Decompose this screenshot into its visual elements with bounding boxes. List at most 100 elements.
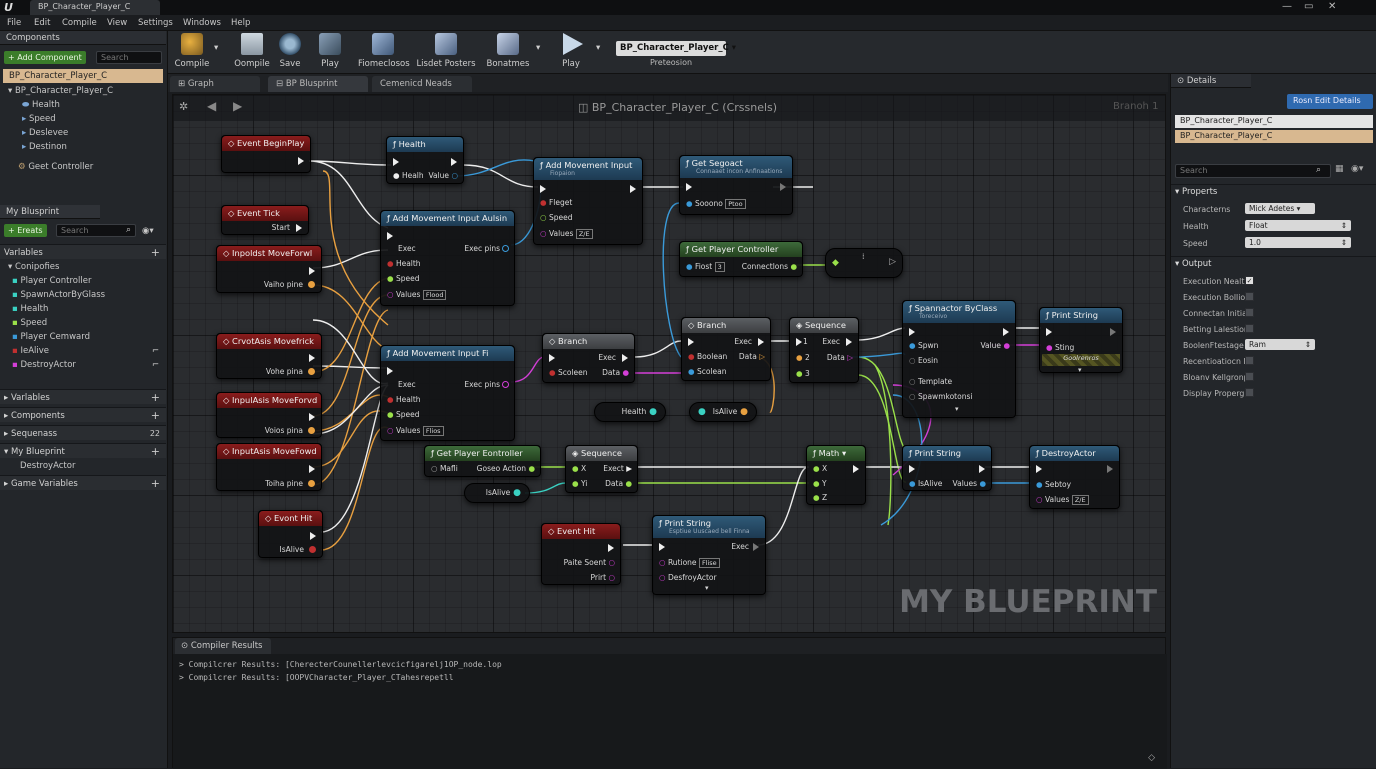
exec-out-pin[interactable]: [630, 185, 636, 193]
node-input-axis-1[interactable]: ◇ Inpoldst MoveForwl Vaiho pine: [216, 245, 322, 293]
edit-details-button[interactable]: Rosn Edit Details: [1287, 94, 1373, 109]
exec-out-pin[interactable]: [309, 413, 315, 421]
view-options-icon[interactable]: ◇: [1148, 753, 1155, 763]
exec-in-pin[interactable]: [909, 328, 915, 336]
pin-default-box[interactable]: Flios: [422, 426, 444, 436]
menu-compile[interactable]: Compile: [62, 18, 97, 28]
forward-arrow-icon[interactable]: ▶: [233, 99, 243, 113]
exec-out-pin[interactable]: [309, 354, 315, 362]
exec-out-pin[interactable]: [309, 465, 315, 473]
prop-field[interactable]: 1.0⇕: [1245, 237, 1351, 248]
menu-windows[interactable]: Windows: [183, 18, 221, 28]
debug-object-dropdown[interactable]: BP_Character_Player_C ▾: [616, 41, 736, 56]
pin-default-box[interactable]: Z/E: [575, 229, 593, 239]
grid-view-icon[interactable]: ▦: [1335, 164, 1344, 174]
float-out-pin[interactable]: [308, 480, 315, 487]
var-isalive-2[interactable]: IsAlive ●: [464, 483, 530, 503]
node-input-axis-4[interactable]: ◇ InputAsis MoveFowd Toiha pine: [216, 443, 322, 491]
create-button[interactable]: + Ereats: [4, 224, 47, 237]
class-defaults-button[interactable]: Lisdet Posters: [416, 33, 476, 69]
play-button[interactable]: Play: [554, 33, 588, 69]
exec-in-pin[interactable]: [387, 232, 393, 240]
play-find-button[interactable]: Play: [314, 33, 346, 69]
menu-help[interactable]: Help: [231, 18, 251, 28]
exec-in-pin[interactable]: [688, 338, 694, 346]
output-checkbox[interactable]: [1245, 372, 1254, 381]
tree-root[interactable]: ▾ BP_Character_Player_C: [8, 86, 114, 96]
pin-default-box[interactable]: Flood: [422, 290, 447, 300]
output-section[interactable]: ▾ Output: [1171, 256, 1376, 270]
group-components[interactable]: ▾ Conipofies: [8, 262, 60, 272]
node-print-string-1[interactable]: ƒ Print String ● Sting Goolrenros ▾: [1039, 307, 1123, 374]
exec-in-pin[interactable]: [659, 543, 665, 551]
output-checkbox[interactable]: [1245, 292, 1254, 301]
details-selected-row[interactable]: BP_Character_Player_C: [1175, 130, 1373, 143]
tab-bp-blueprint[interactable]: ⊟ BP Blusprint: [268, 76, 368, 92]
home-icon[interactable]: ✲: [179, 100, 189, 113]
exec-in-pin[interactable]: [1046, 328, 1052, 336]
menu-settings[interactable]: Settings: [138, 18, 173, 28]
properties-section[interactable]: ▾ Properts: [1171, 184, 1376, 198]
node-reroute[interactable]: ◆ ⁞ ▷: [825, 248, 903, 278]
exec-out-pin[interactable]: [451, 158, 457, 166]
add-icon[interactable]: +: [150, 477, 160, 490]
node-event-hit-left[interactable]: ◇ Evont Hit IsAlive: [258, 510, 323, 558]
exec-in-pin[interactable]: [549, 354, 555, 362]
output-checkbox[interactable]: [1245, 356, 1254, 365]
bp-item[interactable]: ▪ DestroyActor⌐: [12, 360, 159, 370]
tree-item-speed[interactable]: ▸ Speed: [22, 114, 56, 124]
node-event-hit-center[interactable]: ◇ Event Hit Paite Soent ○ Prirt ○: [541, 523, 621, 585]
details-search-input[interactable]: Search: [1175, 164, 1331, 178]
exec-out-pin[interactable]: [296, 224, 302, 232]
exec-out-pin[interactable]: [608, 544, 614, 552]
node-event-beginplay[interactable]: ◇ Event BeginPlay: [221, 135, 311, 173]
exec-in-pin[interactable]: [686, 183, 692, 191]
pin-default-box[interactable]: Flise: [698, 558, 720, 568]
exec-out-pin[interactable]: [979, 465, 985, 473]
simulation-dropdown-icon[interactable]: ▾: [536, 43, 541, 53]
node-math[interactable]: ƒ Math ▾ ● X ● Y ● Z: [806, 445, 866, 505]
variables-section[interactable]: Varlables+: [0, 244, 166, 259]
expand-arrow-icon[interactable]: ▾: [955, 405, 959, 413]
tree-item-controller[interactable]: ⚙ Geet Controller: [18, 162, 93, 172]
tree-item-destinon[interactable]: ▸ Destinon: [22, 142, 67, 152]
output-checkbox-checked[interactable]: ✓: [1245, 276, 1254, 285]
menu-edit[interactable]: Edit: [34, 18, 51, 28]
node-branch-1[interactable]: ◇ Branch Exec ● Scoleen Data ●: [542, 333, 635, 383]
exec-in-pin[interactable]: [540, 185, 546, 193]
exec-in-pin[interactable]: [796, 338, 802, 346]
output-checkbox[interactable]: [1245, 388, 1254, 397]
save-button[interactable]: Save: [274, 33, 306, 69]
node-sequence-1[interactable]: ◈ Sequence Exec ▶ 1 ● 2 Data ▷ ● 3: [789, 317, 859, 383]
output-field[interactable]: Ram⇕: [1245, 339, 1315, 350]
compile2-button[interactable]: Oompile: [232, 33, 272, 69]
play-dropdown-icon[interactable]: ▾: [596, 43, 601, 53]
maximize-icon[interactable]: ▭: [1304, 1, 1314, 12]
back-arrow-icon[interactable]: ◀: [207, 99, 217, 113]
close-icon[interactable]: ✕: [1328, 1, 1337, 12]
exec-out-pin[interactable]: [853, 465, 859, 473]
out-pin[interactable]: [502, 245, 509, 252]
pin-default-box[interactable]: 3: [714, 262, 725, 272]
compiler-results-tab[interactable]: ⊙ Compiler Results: [175, 638, 271, 654]
add-icon[interactable]: +: [150, 409, 160, 422]
float-out-pin[interactable]: [308, 368, 315, 375]
exec-out-pin[interactable]: [622, 354, 628, 362]
selected-component[interactable]: BP_Character_Player_C: [3, 69, 163, 83]
exec-in-pin[interactable]: [393, 158, 399, 166]
exec-out-pin[interactable]: [1110, 328, 1116, 336]
node-health[interactable]: ƒ Health ● Healh Value ○: [386, 136, 464, 184]
section-game-variables[interactable]: ▸ Game Variables+: [0, 475, 166, 490]
details-tab[interactable]: ⊙ Details: [1171, 74, 1251, 88]
exec-out-pin[interactable]: [846, 338, 852, 346]
simulation-button[interactable]: Bonatmes: [486, 33, 530, 69]
bp-item[interactable]: ▪ Health: [12, 304, 48, 314]
bp-item[interactable]: ▪ Player Controller: [12, 276, 91, 286]
sub-item-destroy-actor[interactable]: DestroyActor: [20, 461, 75, 471]
node-add-movement-input-1[interactable]: ƒ Add Movement Input Aulsin Exec Exec pi…: [380, 210, 515, 306]
graph-editor[interactable]: ✲ ◀ ▶ ◫ BP_Character_Player_C (Crssnels)…: [172, 94, 1166, 633]
my-blueprint-tab[interactable]: My Blusprint: [0, 205, 100, 219]
node-input-axis-2[interactable]: ◇ CrvotAsis Movefrick Vohe pina: [216, 333, 322, 379]
